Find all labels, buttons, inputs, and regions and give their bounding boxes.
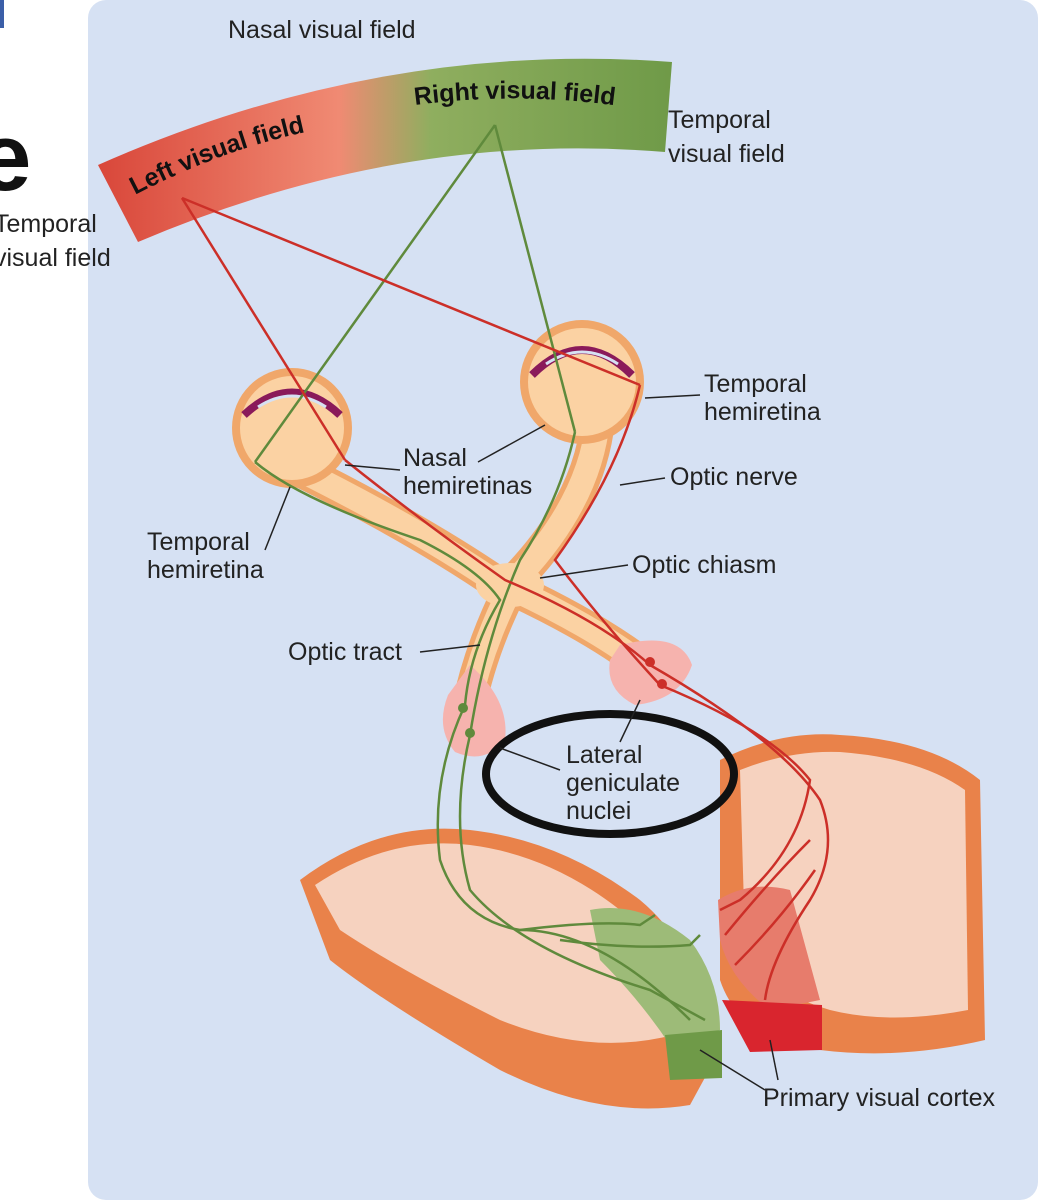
- optic-tract-label: Optic tract: [288, 638, 402, 666]
- temporal-visual-field-line1: Temporal: [668, 106, 771, 134]
- temporal-hemiretina-left-line1: Temporal: [147, 528, 250, 556]
- left-eye: [232, 368, 352, 488]
- visual-field-band: [98, 58, 672, 242]
- right-v1-red-light: [718, 886, 820, 1010]
- red-ray-right-eye: [181, 196, 641, 387]
- left-lgn-relay-1: [458, 703, 468, 713]
- nasal-hemiretinas-label: Nasal hemiretinas: [403, 444, 532, 500]
- leader-v1-right: [769, 1039, 779, 1081]
- leader-lgn-right: [619, 699, 641, 743]
- leader-lgn-left: [499, 747, 561, 771]
- right-v1-red-dark: [722, 1000, 822, 1052]
- green-ray-right-eye: [493, 124, 577, 433]
- right-eye: [520, 320, 644, 444]
- red-fiber-right-eye: [553, 384, 661, 686]
- left-lgn-relay-2: [465, 728, 475, 738]
- right-retina-arc: [529, 346, 635, 378]
- green-radiation-1: [436, 704, 691, 1021]
- nasal-visual-field-label: Nasal visual field: [228, 16, 416, 44]
- leader-optic-chiasm: [539, 564, 629, 579]
- edge-letter: e: [0, 104, 31, 211]
- temporal-visual-field-label: Temporal visual field: [668, 106, 785, 168]
- left-optic-nerve-core: [288, 458, 512, 597]
- optic-chiasm-label: Optic chiasm: [632, 551, 776, 579]
- green-fiber-left-eye: [254, 461, 502, 706]
- temporal-hemiretina-right-line2: hemiretina: [704, 398, 821, 426]
- left-cortex-light: [315, 843, 690, 1043]
- leader-temporal-hemiretina-left: [264, 486, 291, 551]
- red-radiation-2: [659, 683, 812, 912]
- temporal-hemiretina-right-label: Temporal hemiretina: [704, 370, 821, 426]
- leader-optic-nerve: [619, 477, 666, 486]
- temporal-hemiretina-left-line2: hemiretina: [147, 556, 264, 584]
- red-fiber-left-eye: [344, 459, 651, 666]
- green-radiation-4: [559, 934, 701, 948]
- left-v1-green-dark: [665, 1030, 722, 1080]
- outside-temporal-label: Temporal visual field: [0, 210, 111, 272]
- temporal-hemiretina-left-label: Temporal hemiretina: [147, 528, 264, 584]
- temporal-visual-field-line2: visual field: [668, 140, 785, 168]
- leader-nasal-left: [344, 464, 401, 471]
- left-retina-arc: [241, 388, 343, 418]
- right-lens-line: [545, 350, 619, 366]
- green-radiation-3: [519, 913, 656, 932]
- red-radiation-4: [734, 869, 817, 966]
- green-ray-left-eye: [253, 124, 497, 463]
- nasal-hemiretinas-line1: Nasal: [403, 444, 467, 472]
- lgn-line2: geniculate: [566, 769, 680, 797]
- red-radiation-3: [724, 839, 811, 936]
- optic-nerve-label: Optic nerve: [670, 463, 798, 491]
- leader-v1-left: [699, 1049, 766, 1091]
- right-field-pathway: [253, 124, 706, 1022]
- lgn-line3: nuclei: [566, 797, 631, 825]
- left-field-pathway: [180, 196, 830, 1001]
- leader-temporal-hemiretina-right: [644, 394, 701, 399]
- left-lens-line: [257, 394, 327, 409]
- outside-temporal-line1: Temporal: [0, 210, 97, 238]
- primary-visual-cortex-label: Primary visual cortex: [763, 1084, 995, 1112]
- right-lgn-relay-2: [657, 679, 667, 689]
- edge-mark: [0, 0, 4, 28]
- green-radiation-2: [458, 734, 706, 1022]
- optic-pathway: [283, 403, 667, 727]
- leader-nasal-right: [477, 424, 546, 463]
- lgn-line1: Lateral: [566, 741, 642, 769]
- green-fiber-right-eye: [468, 431, 577, 736]
- right-lgn-relay-1: [645, 657, 655, 667]
- nasal-hemiretinas-line2: hemiretinas: [403, 472, 532, 500]
- outside-temporal-line2: visual field: [0, 244, 111, 272]
- lgn-highlight-ring: [482, 710, 738, 838]
- leader-lines: [264, 394, 779, 1091]
- lateral-geniculate-nuclei-label: Lateral geniculate nuclei: [566, 741, 687, 825]
- temporal-hemiretina-right-line1: Temporal: [704, 370, 807, 398]
- leader-optic-tract: [419, 644, 481, 653]
- red-ray-left-eye: [180, 197, 347, 461]
